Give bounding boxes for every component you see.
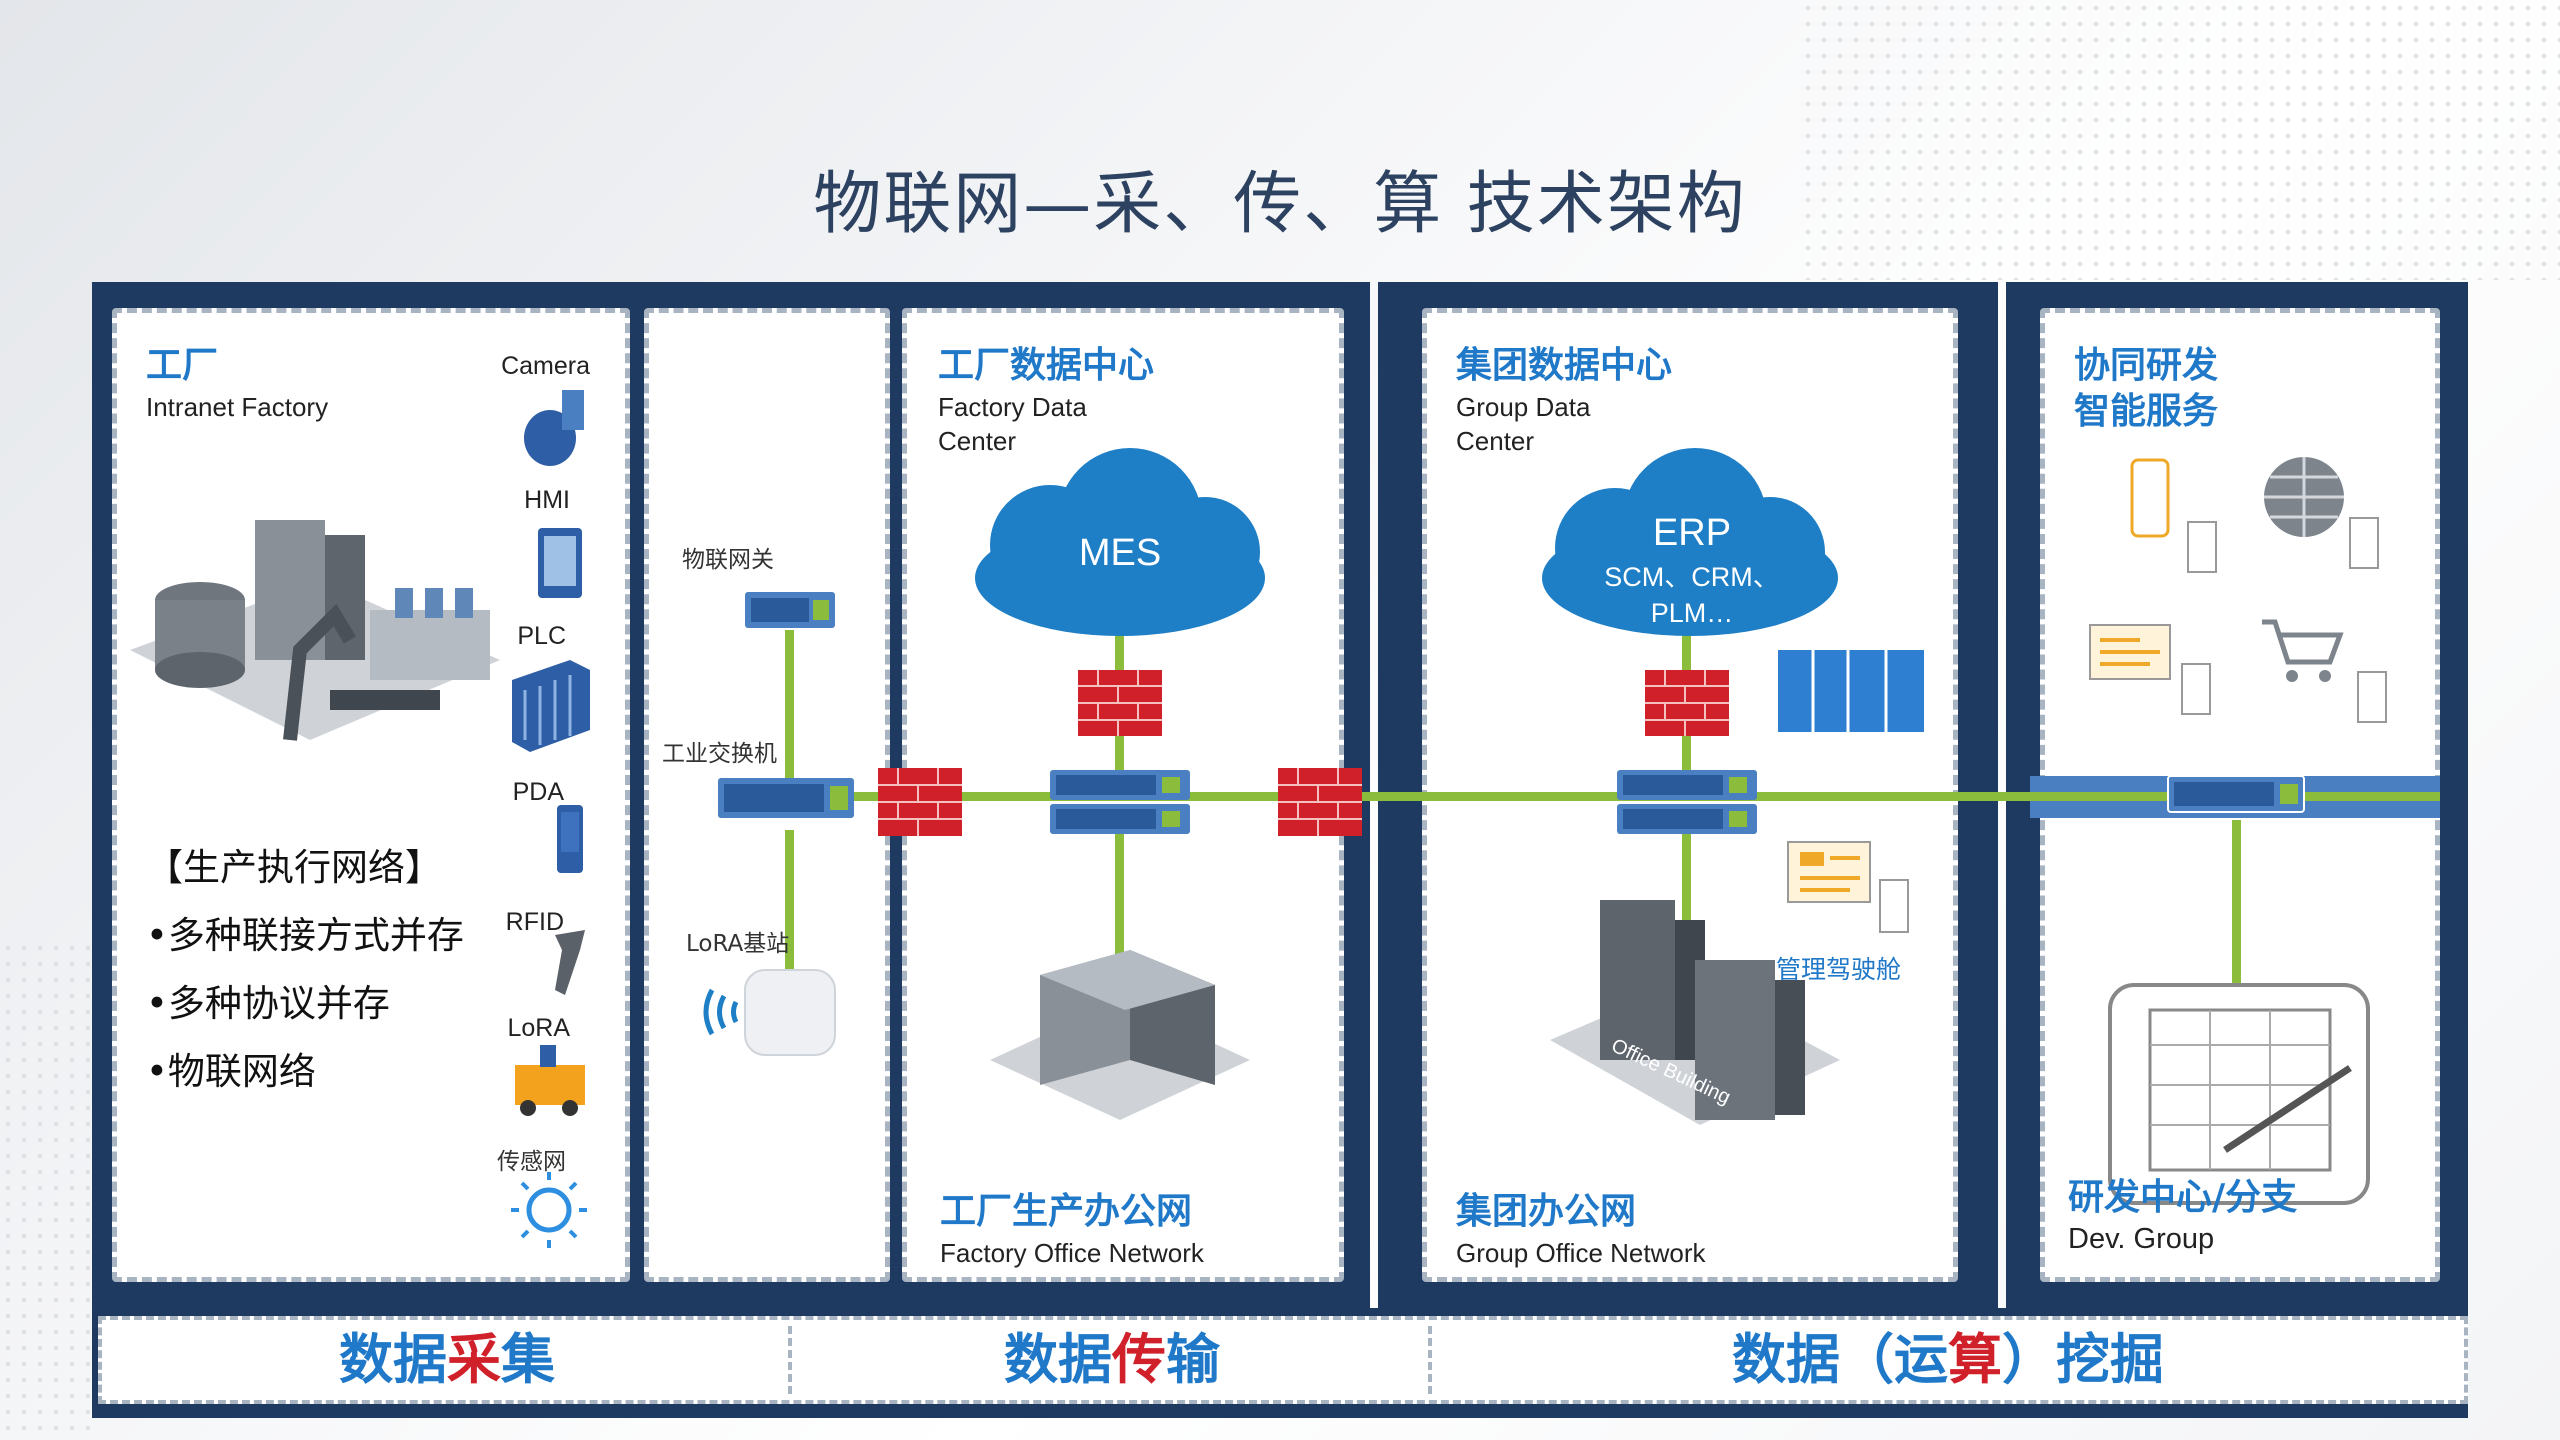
phase-data-mining: 数据（运算）挖掘 (1732, 1328, 2164, 1391)
firewall-3 (1078, 670, 1162, 736)
erp-cloud (1542, 448, 1838, 636)
rfid-icon-shape (555, 930, 585, 995)
gateway-link (785, 630, 794, 790)
phase-data-transmission: 数据传输 (1004, 1328, 1220, 1391)
group-core-switch (1617, 770, 1757, 834)
factory-office-subtitle: Factory Office Network (940, 1238, 1204, 1268)
factory-subtitle: Intranet Factory (146, 392, 329, 422)
device-label-pda: PDA (512, 778, 564, 806)
industrial-switch-label: 工业交换机 (662, 741, 777, 767)
factory-core-switch (1050, 770, 1190, 834)
mes-cloud (975, 448, 1265, 636)
cockpit-label: 管理驾驶舱 (1776, 955, 1902, 984)
group-office-title: 集团办公网 (1456, 1191, 1637, 1232)
rd-branch-subtitle: Dev. Group (2068, 1223, 2215, 1255)
bottom-phase-bar: 数据采集 数据传输 数据（运算）挖掘 (98, 1316, 2468, 1404)
iot-gateway-label: 物联网关 (682, 547, 774, 573)
erp-sub-label-1: SCM、CRM、 (1604, 562, 1780, 592)
cockpit-icon-shape (1787, 841, 1909, 933)
phase-divider (1428, 1326, 1432, 1394)
group-dc-subtitle-1: Group Data (1456, 392, 1591, 422)
phase-data-collection: 数据采集 (339, 1328, 555, 1391)
pda-icon-shape (557, 805, 583, 873)
factory-office-title: 工厂生产办公网 (940, 1191, 1193, 1232)
rd-switch (2167, 775, 2305, 813)
backbone-link (790, 792, 2040, 801)
lora-station-shape (703, 969, 836, 1056)
factory-office-building (990, 950, 1250, 1120)
sensor-network-icon-shape (511, 1172, 587, 1248)
group-office-building: Office Building (1550, 900, 1840, 1125)
phase-divider (788, 1326, 792, 1394)
group-dc-subtitle-2: Center (1456, 426, 1535, 456)
group-dc-title: 集团数据中心 (1456, 345, 1673, 386)
list-item: •多种协议并存 (146, 982, 390, 1025)
list-item: •多种联接方式并存 (146, 914, 464, 957)
erp-label: ERP (1653, 512, 1731, 554)
lora-station-label: LoRA基站 (686, 931, 790, 957)
rd-globe-icon (2264, 457, 2379, 569)
hmi-icon-shape (538, 528, 582, 598)
iot-gateway-device (745, 592, 835, 628)
mes-label: MES (1079, 532, 1161, 574)
factory-dc-subtitle-2: Center (938, 426, 1017, 456)
group-office-link (1682, 830, 1691, 1000)
factory-dc-subtitle-1: Factory Data (938, 392, 1087, 422)
factory-title: 工厂 (146, 345, 219, 386)
server-rack-shape (1778, 650, 1924, 732)
group-office-subtitle: Group Office Network (1456, 1238, 1706, 1268)
background-dots-left (0, 940, 90, 1440)
device-label-hmi: HMI (524, 486, 570, 514)
rd-title-1: 协同研发 (2074, 345, 2219, 386)
factory-dc-title: 工厂数据中心 (938, 345, 1155, 386)
lora-icon-shape (515, 1045, 585, 1116)
rd-cart-icon (2262, 619, 2387, 723)
page-title: 物联网—采、传、算 技术架构 (813, 165, 1747, 244)
factory-illustration (130, 520, 500, 741)
lora-link (785, 830, 794, 970)
factory-office-link (1115, 830, 1124, 970)
background-dots (1800, 0, 2560, 280)
firewall-2 (1278, 768, 1362, 836)
rd-mobile-icon (2130, 458, 2217, 573)
rd-tablet-icon (2108, 983, 2370, 1205)
industrial-switch (718, 778, 854, 818)
list-item: •物联网络 (146, 1050, 316, 1093)
camera-icon-shape (524, 390, 584, 466)
device-label-rfid: RFID (505, 908, 564, 936)
device-label-lora: LoRA (507, 1014, 570, 1042)
device-label-plc: PLC (517, 622, 566, 650)
device-label-camera: Camera (501, 352, 590, 380)
panel-factory (112, 308, 630, 1282)
firewall-1 (878, 768, 962, 836)
plc-icon-shape (512, 660, 590, 752)
rd-web-icon (2089, 624, 2211, 715)
device-label-sensor-network: 传感网 (497, 1149, 566, 1175)
rd-link (2232, 820, 2241, 985)
rd-title-2: 智能服务 (2074, 391, 2219, 432)
erp-sub-label-2: PLM… (1651, 598, 1734, 628)
rd-branch-title: 研发中心/分支 (2068, 1177, 2298, 1218)
factory-feature-list: 【生产执行网络】 •多种联接方式并存 •多种协议并存 •物联网络 (146, 834, 464, 1106)
list-item: 【生产执行网络】 (146, 846, 442, 889)
firewall-4 (1645, 670, 1729, 736)
